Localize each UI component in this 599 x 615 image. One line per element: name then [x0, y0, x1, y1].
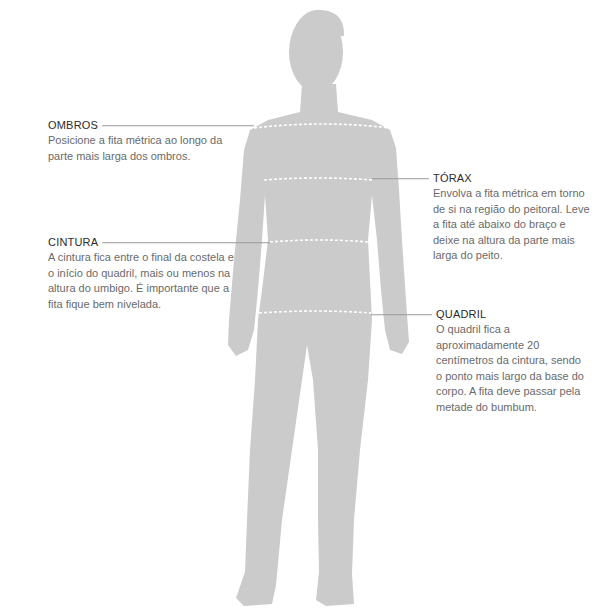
measure-heading: CINTURA	[48, 235, 98, 251]
silhouette	[228, 10, 409, 606]
measure-instruction: A cintura fica entre o final da costela …	[48, 250, 234, 312]
waist-tape	[270, 240, 368, 242]
leader-line	[371, 314, 432, 315]
chest-tape	[264, 178, 372, 180]
hip-tape	[259, 311, 371, 313]
measure-instruction: Posicione a fita métrica ao longo da par…	[48, 133, 236, 164]
measure-instruction: O quadril fica a aproximadamente 20 cent…	[436, 322, 588, 415]
shoulder-tape	[254, 124, 390, 128]
torso-and-limbs	[228, 84, 409, 606]
measure-lines	[254, 124, 390, 313]
hair	[292, 10, 344, 36]
measure-heading: QUADRIL	[436, 307, 486, 323]
leader-line	[102, 242, 270, 243]
measure-heading: OMBROS	[48, 118, 98, 134]
measure-instruction: Envolva a fita métrica em torno de si na…	[433, 186, 593, 264]
leader-line	[372, 178, 429, 179]
leader-line	[102, 125, 254, 126]
measure-heading: TÓRAX	[433, 171, 472, 187]
